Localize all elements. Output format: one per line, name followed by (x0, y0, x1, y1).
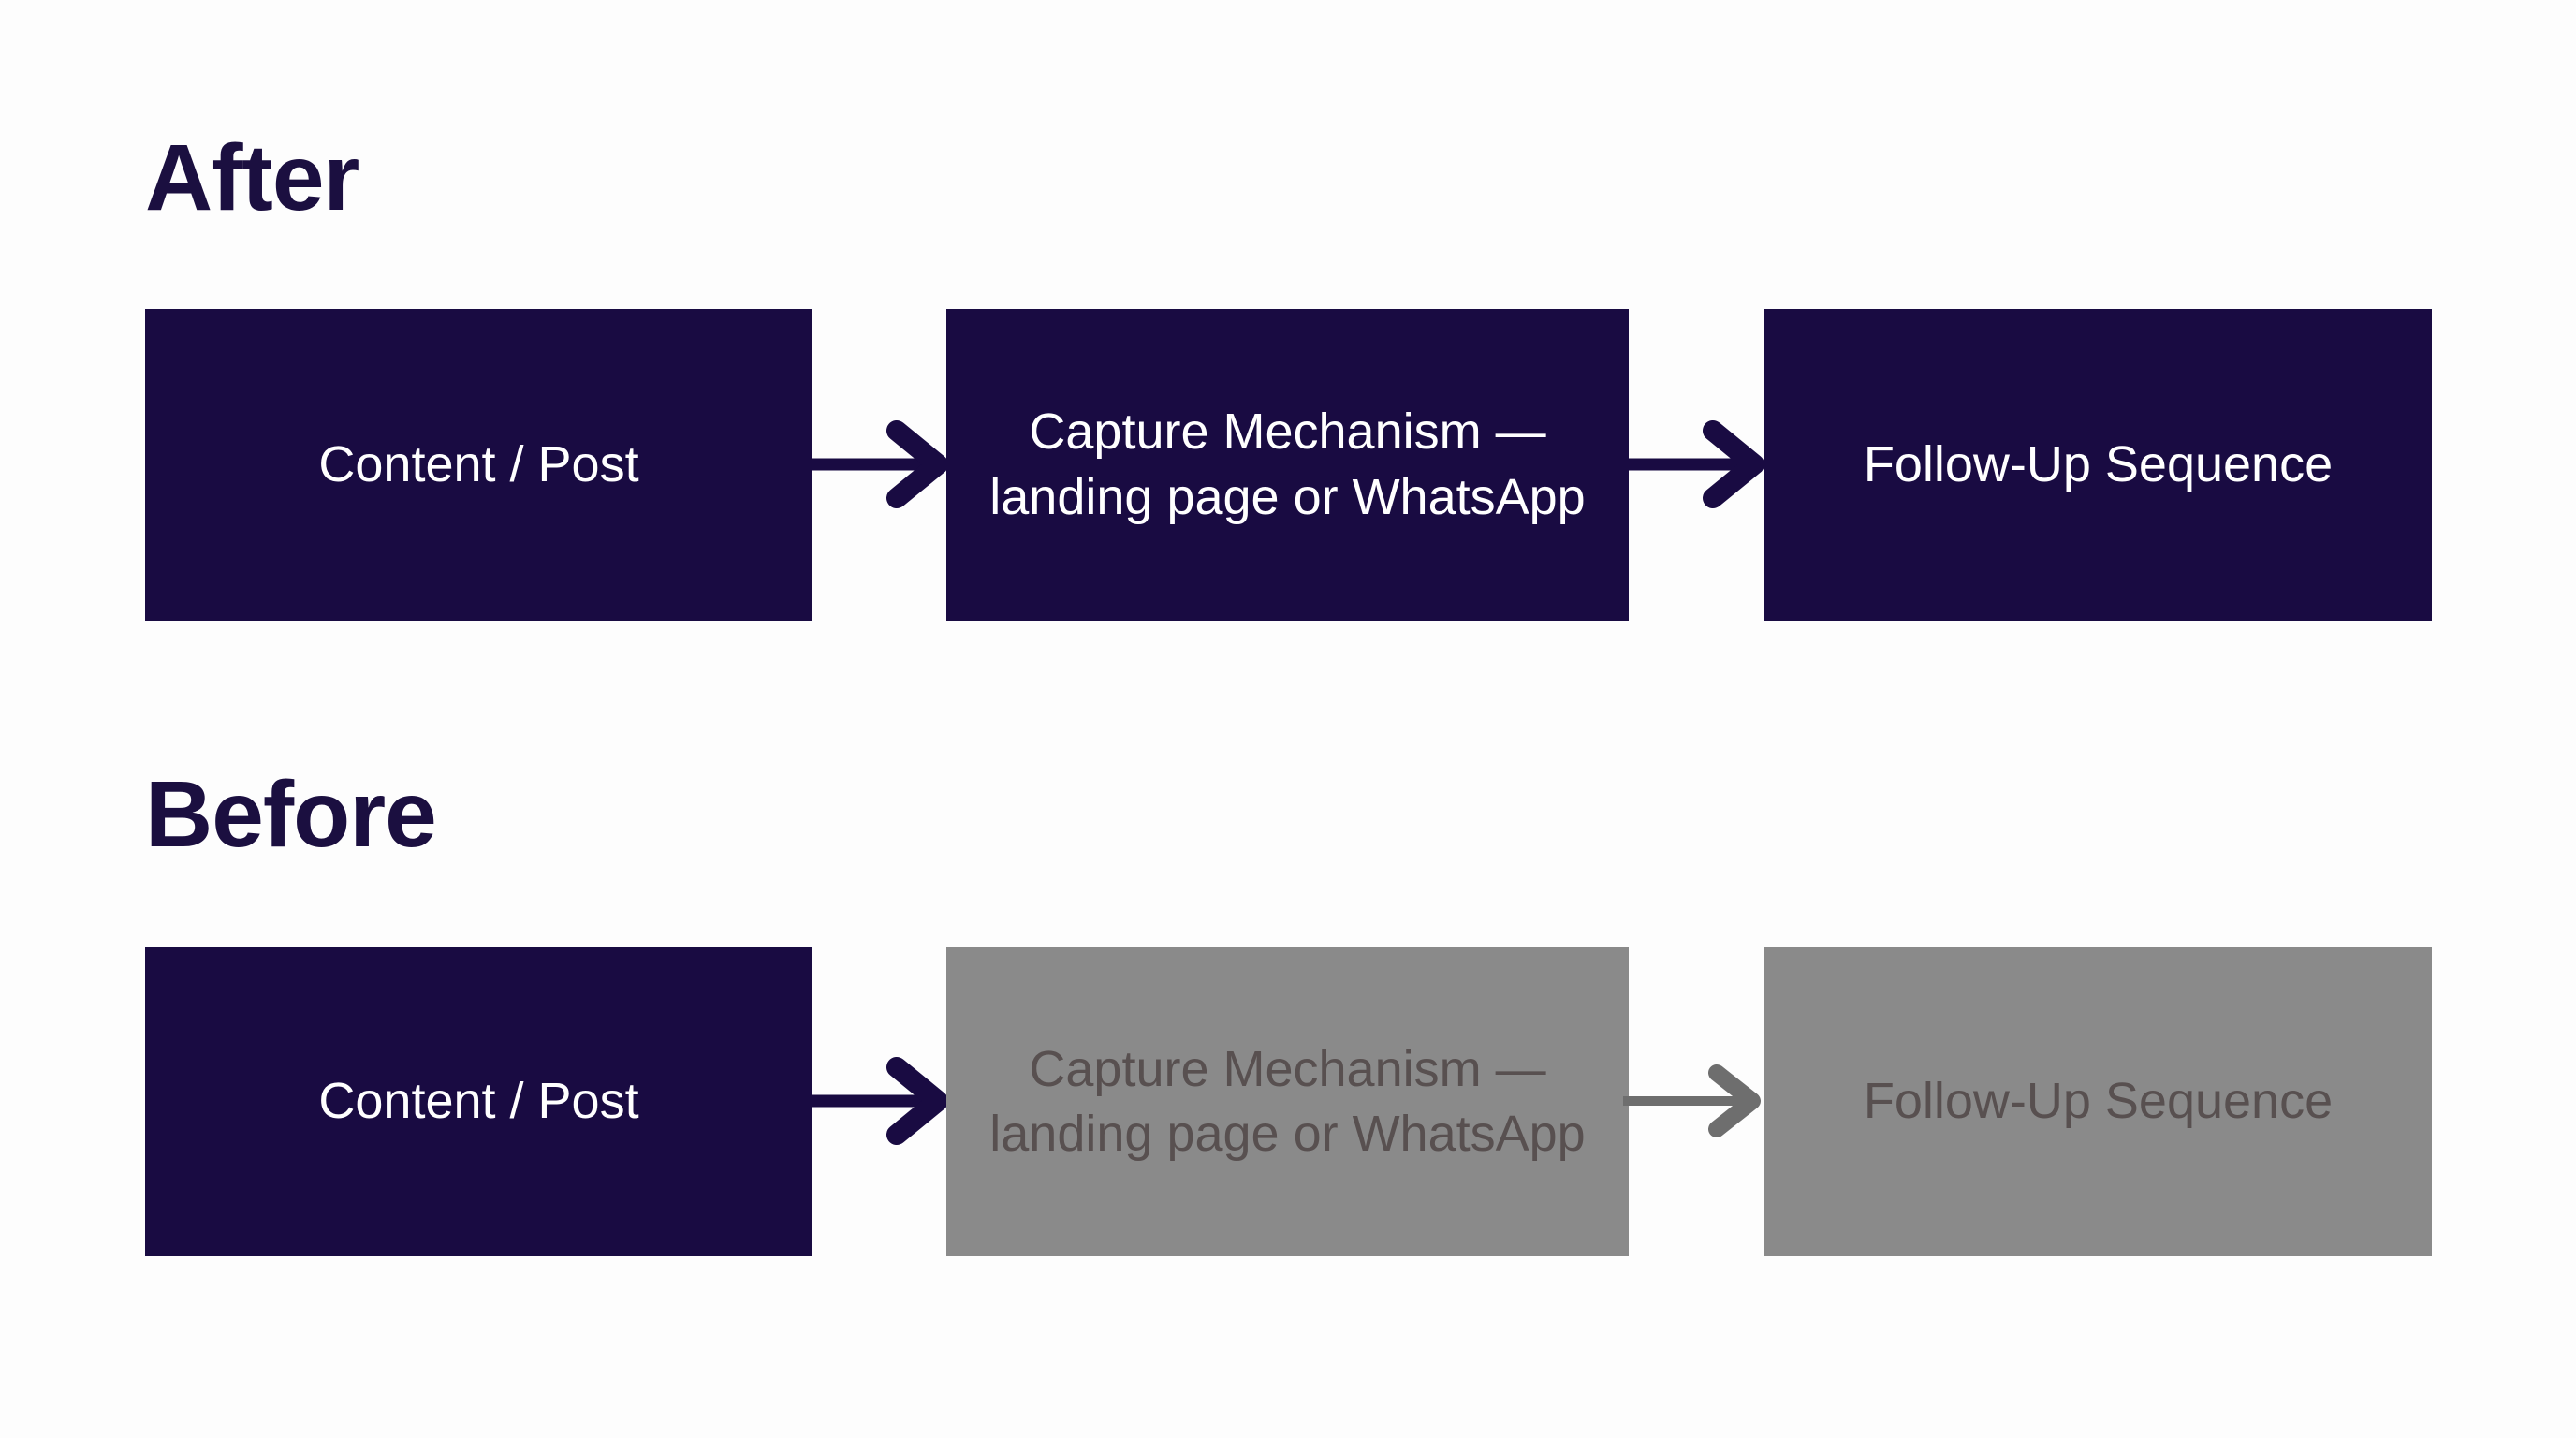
arrow-right-icon (1623, 1054, 1771, 1148)
flow-box-label: Capture Mechanism — landing page or What… (989, 1040, 1586, 1162)
flow-row-before: Content / Post Capture Mechanism — landi… (0, 947, 2576, 1256)
arrow-right-icon (1623, 418, 1771, 511)
flow-box-label: Follow-Up Sequence (1863, 1073, 2334, 1130)
flow-box-content-post-before[interactable]: Content / Post (145, 947, 812, 1256)
flow-box-capture-mechanism-before[interactable]: Capture Mechanism — landing page or What… (946, 947, 1629, 1256)
arrow-right-icon (807, 418, 955, 511)
flow-box-follow-up-sequence-after[interactable]: Follow-Up Sequence (1764, 309, 2432, 621)
flow-box-label: Content / Post (318, 1073, 639, 1130)
flow-box-label: Follow-Up Sequence (1863, 435, 2334, 492)
section-heading-after: After (145, 125, 359, 230)
flow-box-content-post-after[interactable]: Content / Post (145, 309, 812, 621)
section-heading-before: Before (145, 762, 437, 867)
flow-box-label: Content / Post (318, 435, 639, 492)
arrow-right-icon (807, 1054, 955, 1148)
flow-row-after: Content / Post Capture Mechanism — landi… (0, 309, 2576, 621)
flow-box-follow-up-sequence-before[interactable]: Follow-Up Sequence (1764, 947, 2432, 1256)
flow-box-capture-mechanism-after[interactable]: Capture Mechanism — landing page or What… (946, 309, 1629, 621)
flow-box-label: Capture Mechanism — landing page or What… (989, 404, 1586, 525)
